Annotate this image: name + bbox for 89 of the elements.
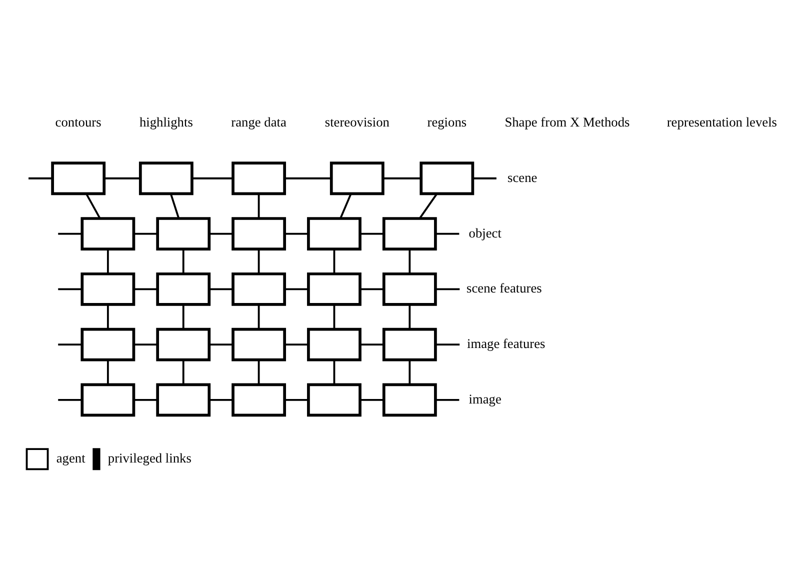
connector [436, 232, 460, 235]
node-box [382, 272, 437, 306]
connector [258, 304, 260, 330]
connector [58, 398, 82, 401]
connector [258, 194, 260, 218]
node-text: image [468, 391, 502, 406]
node-box [80, 328, 136, 362]
node-box [156, 328, 211, 362]
node-box [156, 272, 211, 306]
legend-label: privileged links [108, 450, 192, 466]
node-text: scene [508, 170, 538, 185]
node-box [80, 383, 136, 417]
connector [258, 249, 260, 274]
connector [284, 344, 308, 346]
node-box [156, 217, 211, 250]
label: range data [231, 114, 286, 130]
node-box [420, 162, 474, 196]
label: contours [55, 114, 102, 130]
connector [28, 177, 52, 180]
connector [284, 288, 308, 290]
node-box [382, 217, 437, 250]
connector [333, 249, 336, 274]
connector [360, 344, 384, 346]
connector [408, 304, 411, 330]
node-box [307, 383, 362, 417]
node-box [232, 328, 286, 362]
connector [209, 398, 233, 401]
connector [104, 177, 140, 180]
node-box [307, 217, 362, 250]
node-box [232, 272, 286, 306]
node-box [80, 217, 136, 250]
connector [436, 288, 460, 290]
node-box [382, 383, 437, 417]
connector [284, 232, 308, 235]
legend-label: agent [56, 450, 86, 466]
node-text: object [468, 225, 502, 240]
connector [170, 193, 180, 219]
connector [408, 249, 411, 274]
connector [58, 344, 82, 346]
connector [360, 398, 384, 401]
connector [134, 344, 158, 346]
connector [472, 177, 496, 180]
label: Shape from X Methods [504, 114, 630, 130]
connector [106, 249, 109, 274]
node-text: image features [466, 336, 546, 352]
node-box [51, 162, 106, 196]
connector [284, 398, 308, 401]
node-box [80, 272, 136, 306]
connector [436, 344, 460, 346]
connector [258, 360, 260, 385]
node-box [232, 383, 286, 417]
connector [134, 232, 158, 235]
label: regions [427, 114, 467, 130]
connector [192, 177, 233, 180]
node-box [138, 162, 194, 196]
connector [106, 304, 109, 330]
connector [436, 398, 460, 401]
connector [85, 193, 101, 219]
connector [360, 232, 384, 235]
node-box [307, 328, 362, 362]
connector [284, 177, 332, 180]
node-box [330, 162, 384, 196]
node-box [232, 162, 286, 196]
connector [383, 177, 421, 180]
node-box [382, 328, 437, 362]
connector [182, 249, 184, 274]
connector [209, 232, 233, 235]
connector [418, 193, 438, 219]
connector [58, 232, 82, 235]
connector [360, 288, 384, 290]
node-box [232, 217, 286, 250]
connector [333, 304, 336, 330]
label: stereovision [324, 114, 390, 130]
connector [58, 288, 82, 290]
connector [340, 193, 352, 219]
connector [333, 360, 336, 385]
connector [408, 360, 411, 385]
connector [182, 360, 184, 385]
connector [134, 288, 158, 290]
connector [106, 360, 109, 385]
node-text: scene features [466, 280, 542, 296]
node-box [307, 272, 362, 306]
connector [134, 398, 158, 401]
connector [209, 344, 233, 346]
label: highlights [139, 114, 193, 130]
connector [209, 288, 233, 290]
label: representation levels [666, 114, 778, 130]
node-box [156, 383, 211, 417]
connector [182, 304, 184, 330]
